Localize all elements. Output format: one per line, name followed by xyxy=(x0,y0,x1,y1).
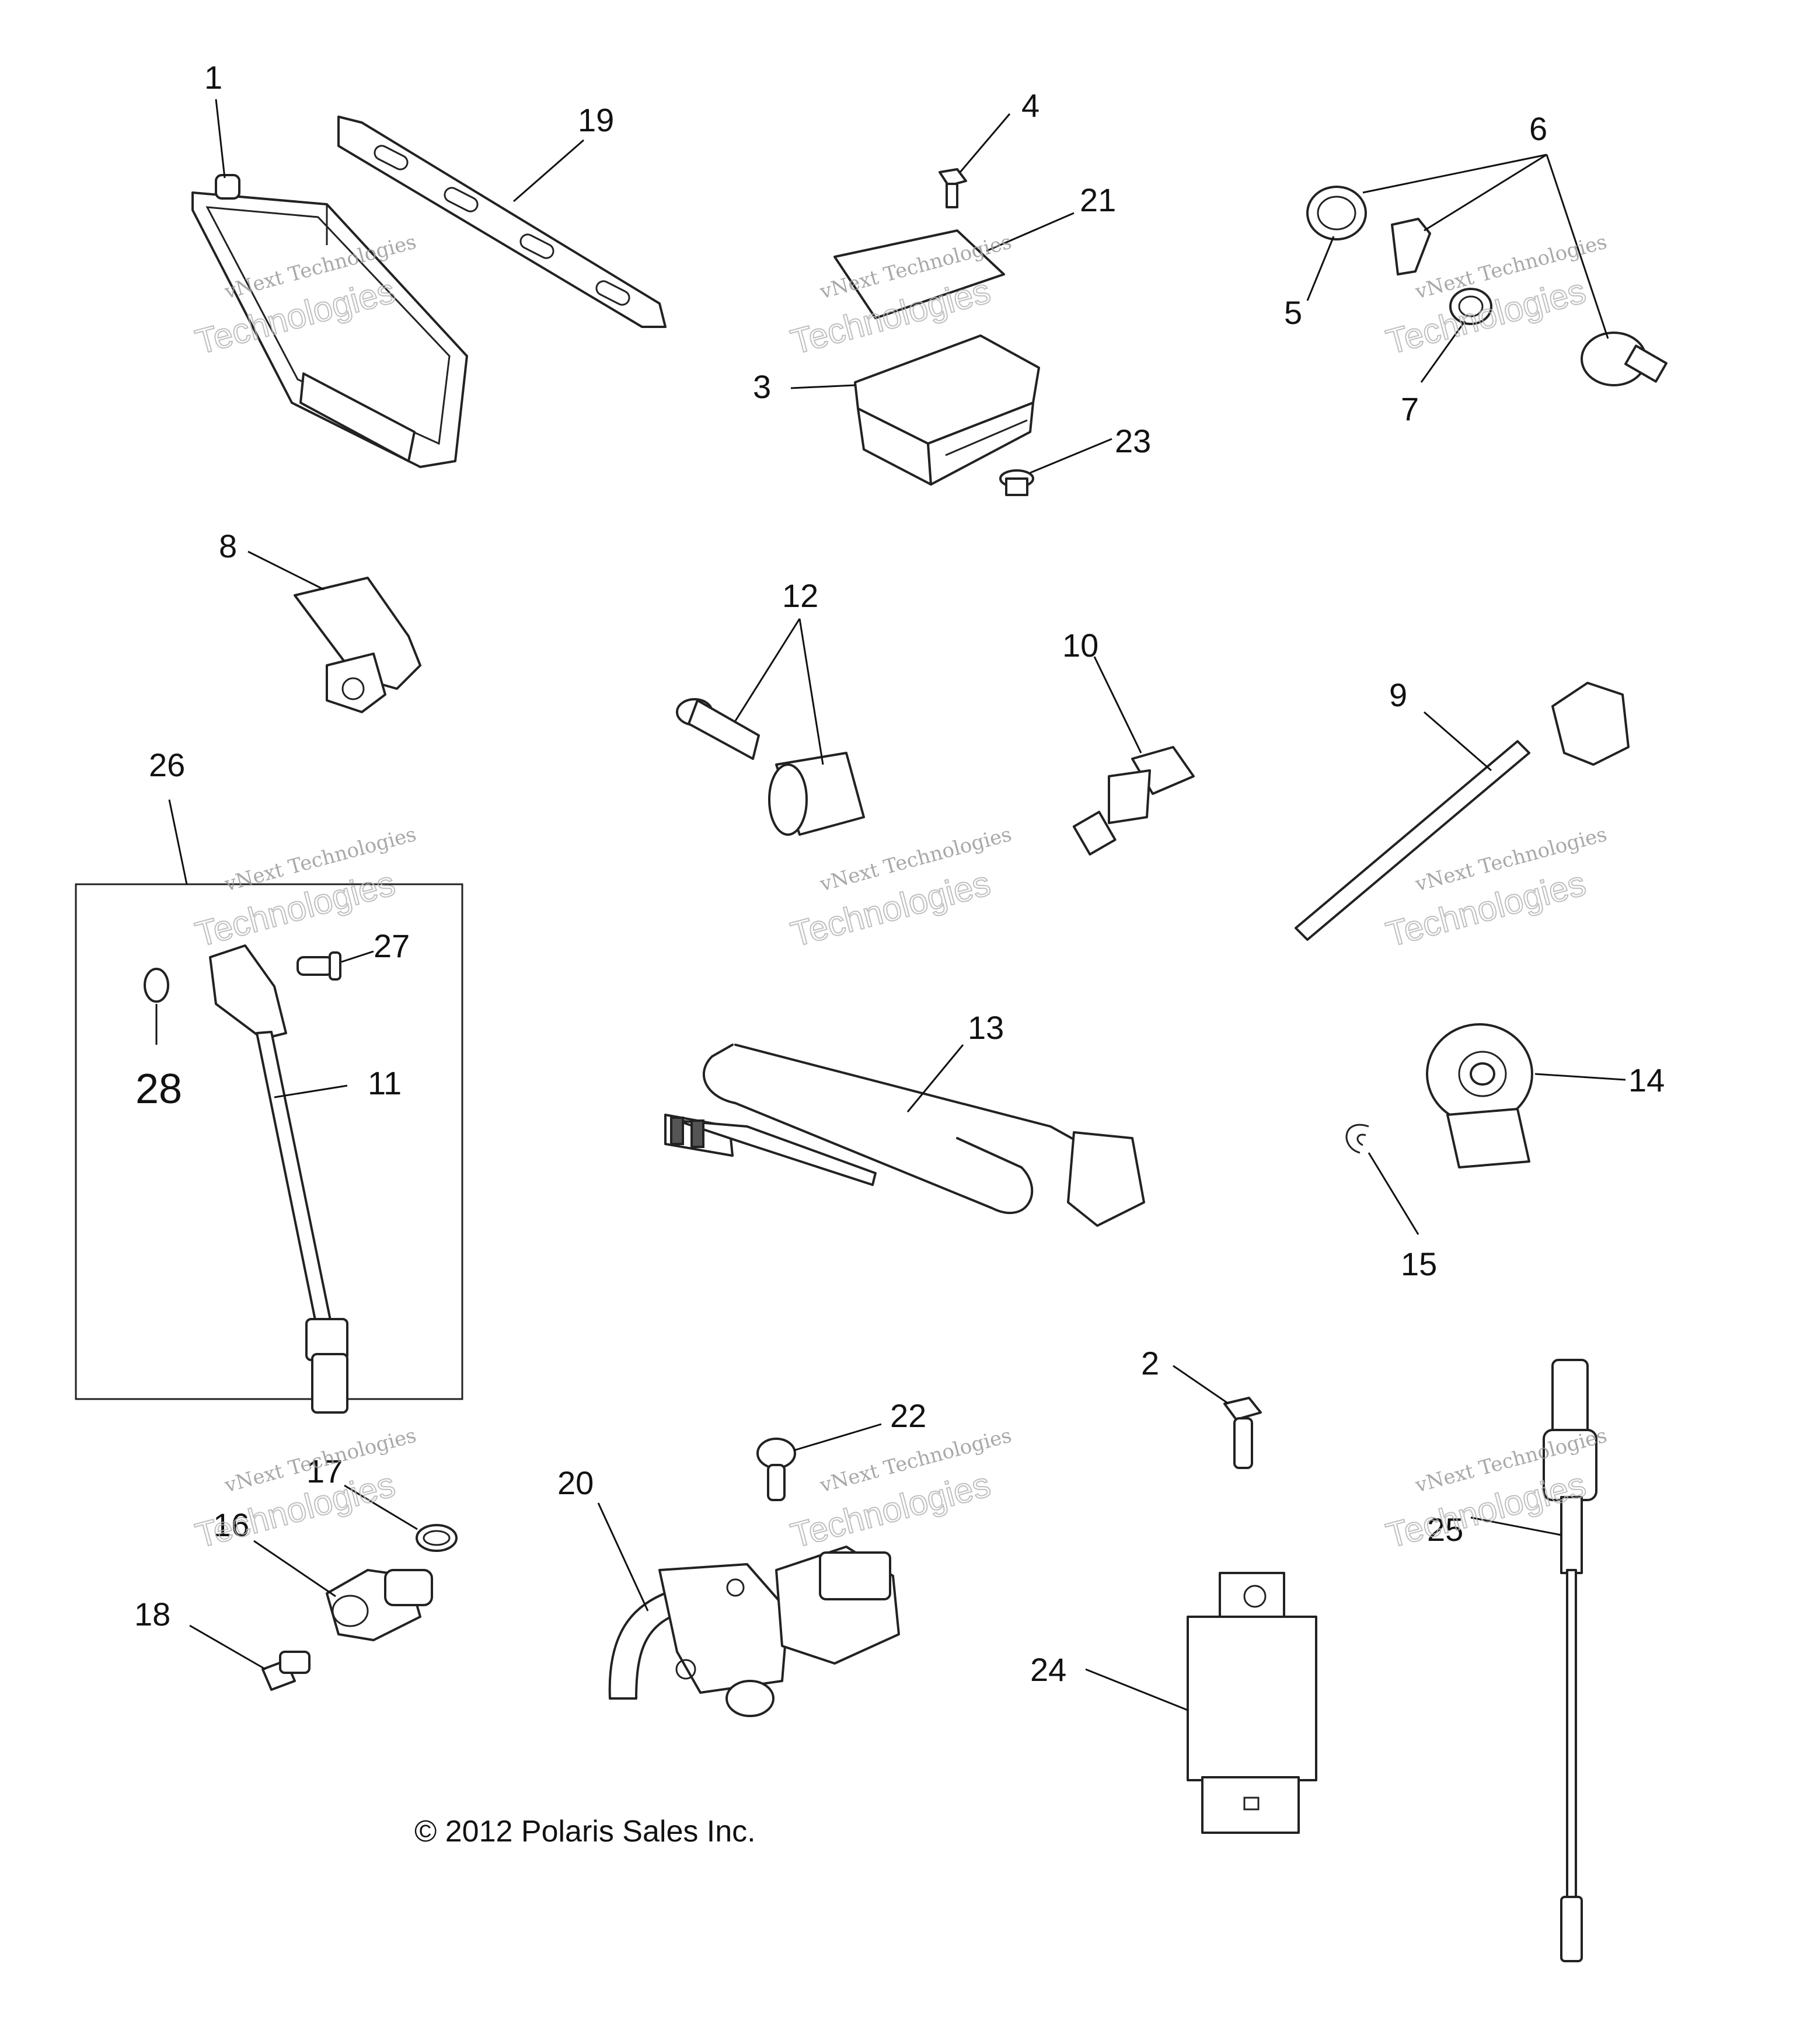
leader-4 xyxy=(959,113,1011,173)
part-4-screw xyxy=(939,168,967,208)
part-3-module-box xyxy=(854,334,1040,486)
leader-25 xyxy=(1470,1516,1562,1536)
part-10-temp-sensor xyxy=(1072,746,1195,856)
part-12-plugs xyxy=(676,698,865,836)
leader-12b xyxy=(798,618,824,765)
callout-8: 8 xyxy=(219,528,237,564)
leader-20 xyxy=(597,1502,649,1612)
callout-23: 23 xyxy=(1115,423,1151,459)
part-6-bracket xyxy=(1391,218,1431,275)
leader-6b xyxy=(1424,154,1547,232)
callout-27: 27 xyxy=(374,927,410,964)
part-17-o-ring xyxy=(416,1524,458,1552)
part-18-bolt xyxy=(261,1651,311,1691)
watermark-7: vNext Technologies Technologies xyxy=(191,1424,418,1555)
callout-3: 3 xyxy=(753,368,771,405)
leader-13 xyxy=(906,1044,964,1112)
part-8-map-sensor xyxy=(294,577,421,713)
leader-15 xyxy=(1368,1152,1419,1235)
part-25-long-sensor xyxy=(1543,1359,1597,1962)
part-19-bracket xyxy=(337,116,667,328)
leader-14 xyxy=(1534,1073,1626,1081)
leader-8 xyxy=(247,550,325,591)
leader-12a xyxy=(734,618,801,721)
leader-26 xyxy=(168,799,188,885)
callout-2: 2 xyxy=(1141,1345,1159,1382)
callout-7: 7 xyxy=(1401,390,1419,427)
part-11-sensor-cable xyxy=(209,944,348,1414)
part-6-sensor xyxy=(1581,332,1668,386)
callout-28: 28 xyxy=(135,1066,182,1112)
callout-15: 15 xyxy=(1401,1246,1437,1282)
callout-26: 26 xyxy=(149,747,185,783)
part-1-ecu xyxy=(191,174,468,468)
part-2-bolt xyxy=(1223,1397,1262,1469)
part-21-cover-plate xyxy=(833,229,1005,319)
part-27-screw xyxy=(296,951,341,981)
callout-25: 25 xyxy=(1427,1511,1463,1548)
callout-1: 1 xyxy=(204,59,222,96)
callout-17: 17 xyxy=(306,1453,343,1490)
leader-11 xyxy=(274,1084,348,1098)
leader-21 xyxy=(986,212,1075,252)
leader-19 xyxy=(513,139,584,203)
part-16-speed-sensor xyxy=(326,1569,433,1641)
watermark-9: vNext Technologies Technologies xyxy=(1382,1424,1609,1555)
part-15-clip xyxy=(1345,1124,1369,1154)
part-7-washer xyxy=(1449,288,1492,325)
leader-6a xyxy=(1362,154,1547,194)
part-23-grommet xyxy=(999,469,1034,496)
callout-10: 10 xyxy=(1062,627,1098,664)
leader-23 xyxy=(1030,438,1112,474)
leader-22 xyxy=(793,1423,882,1452)
callout-19: 19 xyxy=(578,102,614,138)
part-13-harness xyxy=(664,1044,1145,1227)
leader-9 xyxy=(1424,711,1492,772)
leader-5 xyxy=(1306,236,1335,301)
part-28-o-ring xyxy=(144,968,169,1003)
callout-20: 20 xyxy=(557,1464,594,1501)
part-5-cap xyxy=(1306,186,1367,240)
part-24-relay-module xyxy=(1187,1572,1317,1834)
part-26-kit-box xyxy=(75,883,463,1400)
callout-14: 14 xyxy=(1628,1062,1665,1098)
leader-17 xyxy=(344,1484,418,1530)
callout-12: 12 xyxy=(782,577,818,614)
part-9-o2-sensor xyxy=(1295,682,1630,941)
callout-22: 22 xyxy=(890,1397,926,1434)
part-22-screw xyxy=(756,1438,796,1501)
leader-16 xyxy=(253,1540,336,1597)
callout-18: 18 xyxy=(134,1596,170,1633)
leader-10 xyxy=(1093,656,1142,754)
leader-24 xyxy=(1085,1668,1188,1711)
leader-3 xyxy=(790,384,856,389)
callout-24: 24 xyxy=(1030,1651,1066,1688)
leader-1 xyxy=(215,99,226,179)
callout-9: 9 xyxy=(1389,676,1407,713)
callout-13: 13 xyxy=(968,1009,1004,1046)
part-20-valve xyxy=(608,1546,900,1717)
leader-18 xyxy=(189,1624,266,1670)
callout-4: 4 xyxy=(1021,87,1039,124)
callout-11: 11 xyxy=(368,1065,402,1101)
callout-5: 5 xyxy=(1284,294,1302,331)
leader-27 xyxy=(341,950,374,963)
leader-2 xyxy=(1173,1365,1229,1405)
leader-7 xyxy=(1420,320,1466,383)
copyright-notice: © 2012 Polaris Sales Inc. xyxy=(414,1815,756,1848)
part-14-knock-sensor xyxy=(1426,1023,1533,1169)
callout-6: 6 xyxy=(1529,110,1547,147)
watermark-5: vNext Technologies Technologies xyxy=(786,822,1014,954)
callout-21: 21 xyxy=(1080,182,1116,218)
callout-16: 16 xyxy=(213,1506,249,1543)
leader-6c xyxy=(1546,154,1609,339)
